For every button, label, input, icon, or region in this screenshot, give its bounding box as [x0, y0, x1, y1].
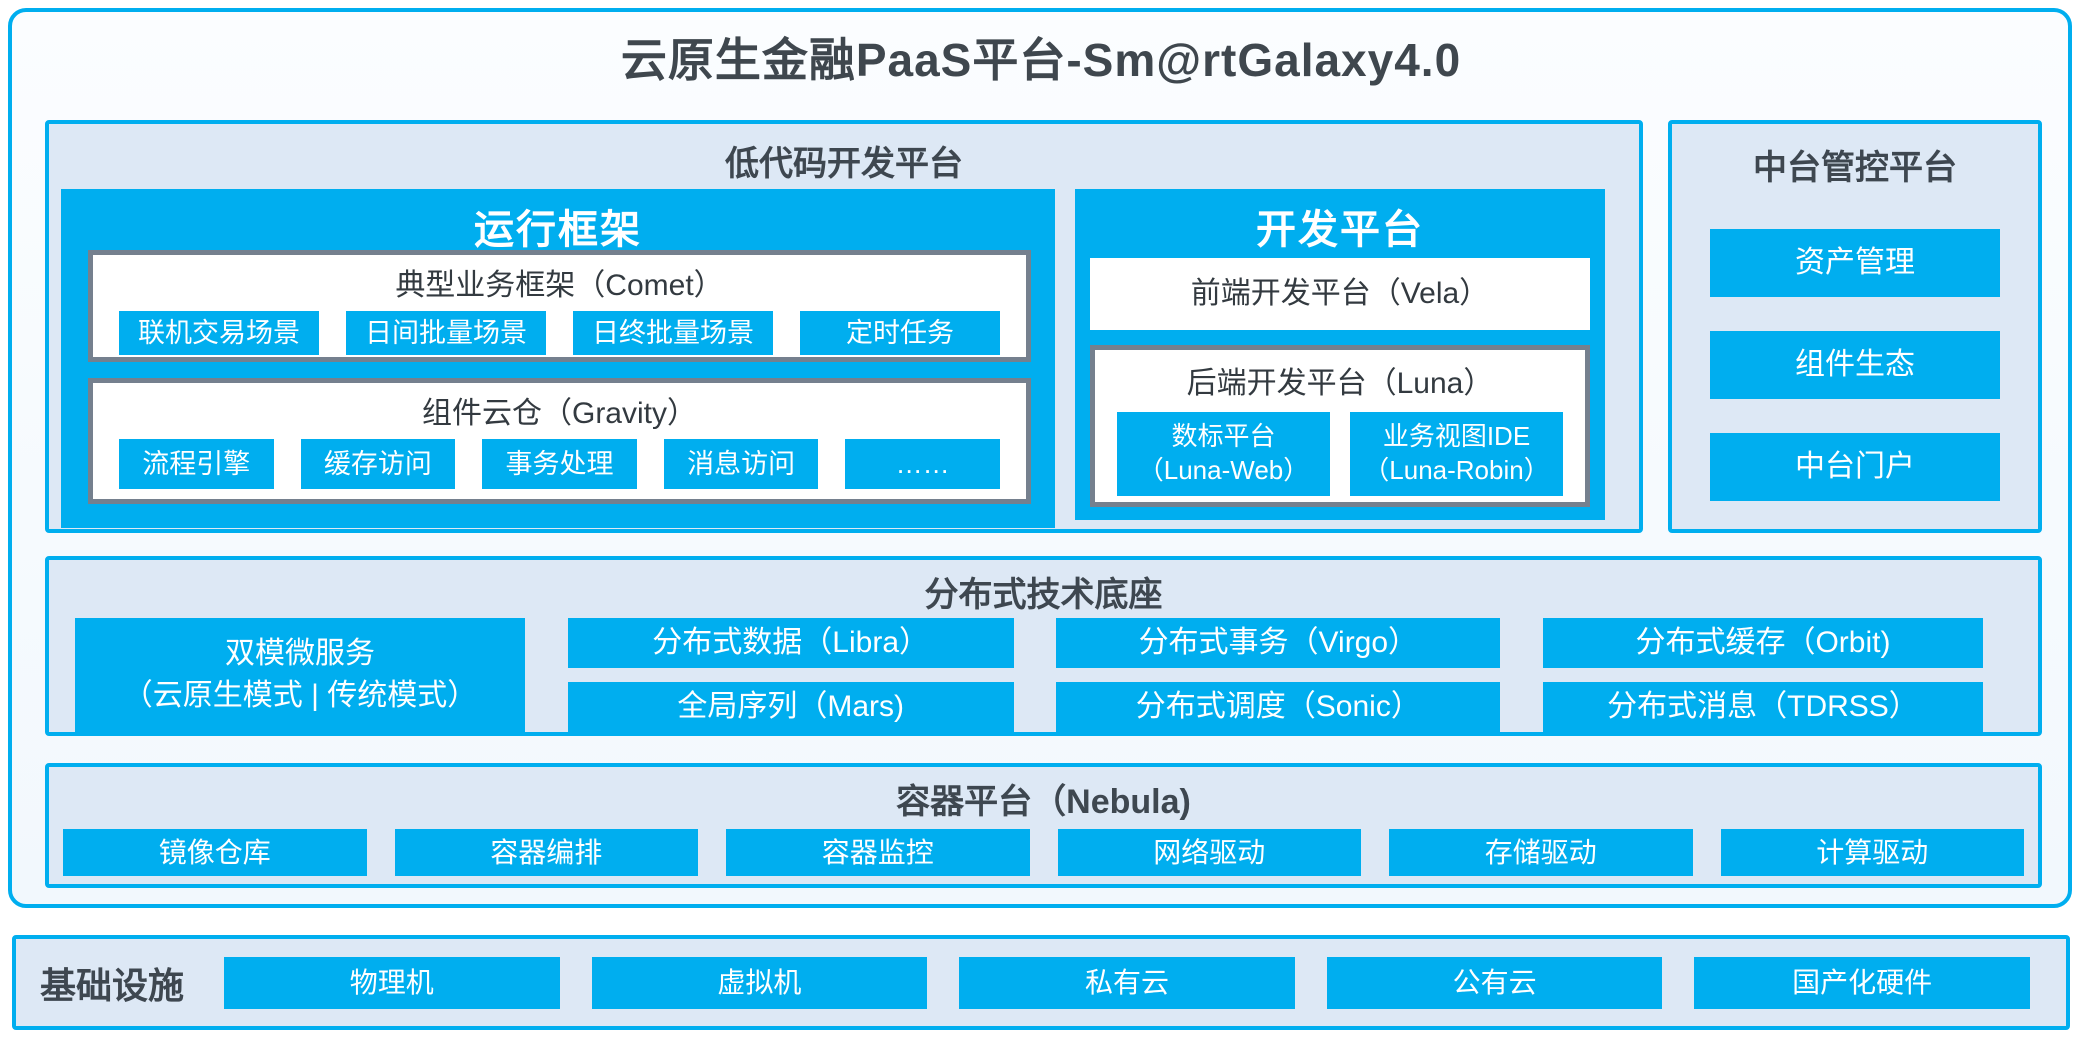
dist-col-1: 双模微服务 （云原生模式 | 传统模式） — [75, 618, 525, 732]
group-comet-framework: 典型业务框架（Comet） 联机交易场景 日间批量场景 日终批量场景 定时任务 — [88, 250, 1031, 362]
diagram-node-luna-robin: 业务视图IDE （Luna-Robin） — [1350, 412, 1563, 496]
diagram-node-public-cloud: 公有云 — [1326, 956, 1663, 1009]
infrastructure-node-row: 物理机 虚拟机 私有云 公有云 国产化硬件 — [224, 956, 2030, 1009]
diagram-node-transaction-processing: 事务处理 — [482, 439, 637, 489]
diagram-node-container-monitoring: 容器监控 — [726, 829, 1030, 876]
mid-node-column: 资产管理 组件生态 中台门户 — [1672, 229, 2038, 501]
diagram-node-luna-web: 数标平台 （Luna-Web） — [1117, 412, 1330, 496]
panel-distributed-title: 分布式技术底座 — [924, 576, 1163, 614]
diagram-node-storage-driver: 存储驱动 — [1389, 829, 1693, 876]
infrastructure-label: 基础设施 — [40, 964, 185, 1006]
diagram-node-container-orchestration: 容器编排 — [394, 829, 698, 876]
diagram-node-distributed-transaction-virgo: 分布式事务（Virgo） — [1056, 618, 1501, 668]
panel-mid-title: 中台管控平台 — [1753, 149, 1957, 187]
runtime-framework-title: 运行框架 — [474, 208, 642, 252]
dual-mode-line2: （云原生模式 | 传统模式） — [122, 679, 478, 712]
diagram-node-distributed-message-tdrss: 分布式消息（TDRSS） — [1542, 682, 1983, 732]
dual-mode-line1: 双模微服务 — [225, 637, 375, 670]
diagram-node-message-access: 消息访问 — [663, 439, 819, 489]
diagram-node-global-sequence-mars: 全局序列（Mars) — [567, 682, 1014, 732]
diagram-node-cache-access: 缓存访问 — [300, 439, 456, 489]
block-runtime-framework: 运行框架 典型业务框架（Comet） 联机交易场景 日间批量场景 日终批量场景 … — [61, 189, 1055, 528]
distributed-node-row: 双模微服务 （云原生模式 | 传统模式） 分布式数据（Libra） 全局序列（M… — [75, 618, 1983, 732]
diagram-title: 云原生金融PaaS平台-Sm@rtGalaxy4.0 — [620, 34, 1462, 86]
diagram-node-eod-batch: 日终批量场景 — [573, 311, 773, 355]
diagram-node-vela-frontend: 前端开发平台（Vela） — [1090, 258, 1590, 330]
diagram-node-distributed-scheduling-sonic: 分布式调度（Sonic） — [1056, 682, 1501, 732]
dist-col-4: 分布式缓存（Orbit) 分布式消息（TDRSS） — [1542, 618, 1983, 732]
panel-lowcode-title: 低代码开发平台 — [725, 145, 963, 183]
diagram-node-compute-driver: 计算驱动 — [1720, 829, 2024, 876]
diagram-node-distributed-cache-orbit: 分布式缓存（Orbit) — [1542, 618, 1983, 668]
dist-col-2: 分布式数据（Libra） 全局序列（Mars) — [567, 618, 1014, 732]
panel-lowcode-platform: 低代码开发平台 运行框架 典型业务框架（Comet） 联机交易场景 日间批量场景… — [45, 120, 1643, 533]
container-node-row: 镜像仓库 容器编排 容器监控 网络驱动 存储驱动 计算驱动 — [63, 829, 2024, 876]
panel-mid-platform: 中台管控平台 资产管理 组件生态 中台门户 — [1668, 120, 2042, 533]
diagram-node-dual-mode-microservice: 双模微服务 （云原生模式 | 传统模式） — [75, 618, 525, 732]
dev-platform-title: 开发平台 — [1256, 208, 1424, 252]
luna-web-line2: （Luna-Web） — [1137, 455, 1310, 485]
panel-container-platform: 容器平台（Nebula) 镜像仓库 容器编排 容器监控 网络驱动 存储驱动 计算… — [45, 763, 2042, 888]
group-comet-title: 典型业务框架（Comet） — [395, 269, 724, 302]
luna-node-row: 数标平台 （Luna-Web） 业务视图IDE （Luna-Robin） — [1095, 412, 1585, 496]
diagram-node-network-driver: 网络驱动 — [1057, 829, 1361, 876]
diagram-node-component-ecosystem: 组件生态 — [1710, 331, 2000, 399]
diagram-node-asset-management: 资产管理 — [1710, 229, 2000, 297]
diagram-node-private-cloud: 私有云 — [959, 956, 1295, 1009]
group-gravity-title: 组件云仓（Gravity） — [421, 397, 697, 430]
luna-web-line1: 数标平台 — [1171, 421, 1276, 452]
diagram-node-mid-portal: 中台门户 — [1710, 433, 2000, 501]
comet-node-row: 联机交易场景 日间批量场景 日终批量场景 定时任务 — [93, 311, 1026, 355]
diagram-node-process-engine: 流程引擎 — [119, 439, 274, 489]
luna-robin-line1: 业务视图IDE — [1382, 421, 1531, 452]
dist-col-3: 分布式事务（Virgo） 分布式调度（Sonic） — [1056, 618, 1501, 732]
diagram-node-distributed-data-libra: 分布式数据（Libra） — [567, 618, 1014, 668]
diagram-node-physical-machine: 物理机 — [224, 956, 560, 1009]
group-luna-title: 后端开发平台（Luna） — [1186, 367, 1494, 400]
group-gravity-repo: 组件云仓（Gravity） 流程引擎 缓存访问 事务处理 消息访问 …… — [88, 378, 1031, 504]
panel-container-title: 容器平台（Nebula) — [896, 783, 1191, 821]
luna-robin-line2: （Luna-Robin） — [1363, 455, 1550, 485]
diagram-node-image-registry: 镜像仓库 — [63, 829, 367, 876]
panel-infrastructure: 基础设施 物理机 虚拟机 私有云 公有云 国产化硬件 — [12, 935, 2070, 1030]
diagram-node-scheduled-task: 定时任务 — [800, 311, 1000, 355]
diagram-node-ellipsis: …… — [845, 439, 1000, 489]
diagram-node-daytime-batch: 日间批量场景 — [346, 311, 546, 355]
panel-distributed-base: 分布式技术底座 双模微服务 （云原生模式 | 传统模式） 分布式数据（Libra… — [45, 556, 2042, 736]
gravity-node-row: 流程引擎 缓存访问 事务处理 消息访问 …… — [93, 439, 1026, 489]
group-luna-backend: 后端开发平台（Luna） 数标平台 （Luna-Web） 业务视图IDE （Lu… — [1090, 345, 1590, 507]
diagram-node-online-trading: 联机交易场景 — [119, 311, 319, 355]
block-dev-platform: 开发平台 前端开发平台（Vela） 后端开发平台（Luna） 数标平台 （Lun… — [1075, 189, 1605, 520]
diagram-node-domestic-hardware: 国产化硬件 — [1694, 956, 2030, 1009]
diagram-node-virtual-machine: 虚拟机 — [591, 956, 928, 1009]
